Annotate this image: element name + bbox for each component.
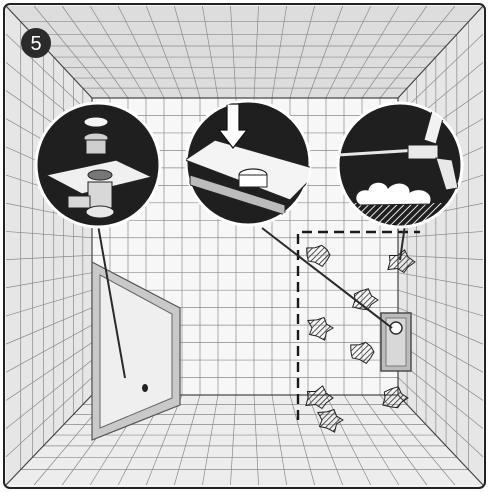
drain-hole <box>142 384 148 392</box>
drain-box <box>381 313 411 371</box>
step-number: 5 <box>30 33 41 55</box>
callout-drain-assembly <box>36 103 160 227</box>
step-badge: 5 <box>21 28 51 58</box>
